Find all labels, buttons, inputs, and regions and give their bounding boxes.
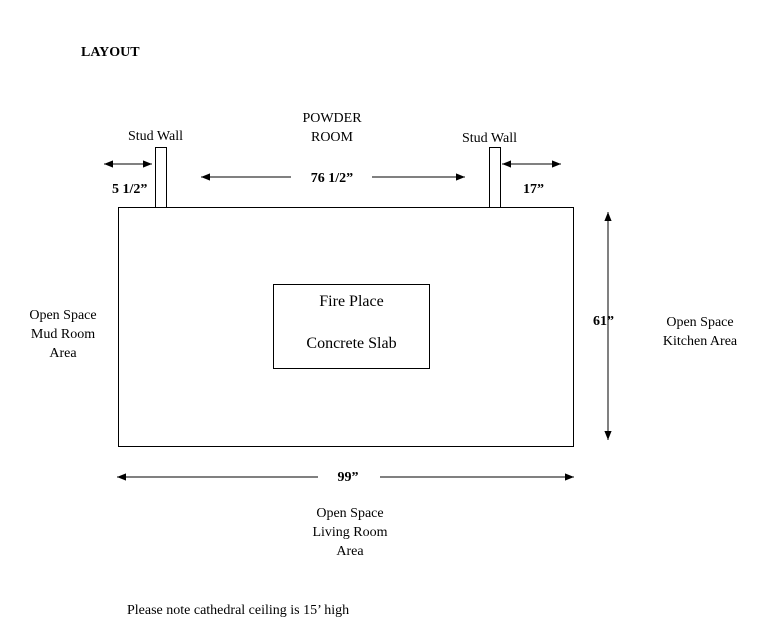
living-room-line-2: Living Room [312,525,388,540]
living-room-area-label: Open Space Living Room Area [300,504,400,561]
concrete-slab-label: Concrete Slab [306,335,397,352]
stud-wall-right-post [489,147,501,208]
stud-wall-left-post [155,147,167,208]
living-room-line-1: Open Space [316,506,384,521]
page-title: LAYOUT [81,45,140,60]
kitchen-area-label: Open Space Kitchen Area [650,313,750,351]
middle-span-label: 76 1/2” [310,171,354,186]
fireplace-box [273,284,430,369]
width-label: 99” [337,470,359,485]
powder-room-label: POWDER ROOM [292,109,372,147]
living-room-line-3: Area [336,544,364,559]
mud-room-area-label: Open Space Mud Room Area [18,306,108,363]
height-label: 61” [593,314,614,329]
mud-room-line-2: Mud Room [30,327,96,342]
kitchen-line-1: Open Space [666,315,734,330]
floor-outline [118,207,574,447]
stud-wall-right-label: Stud Wall [462,131,518,146]
powder-room-line-1: POWDER [302,111,362,126]
mud-room-line-1: Open Space [29,308,97,323]
mud-room-line-3: Area [49,346,77,361]
fireplace-label: Fire Place [319,293,384,310]
stud-wall-left-label: Stud Wall [128,129,184,144]
kitchen-line-2: Kitchen Area [662,334,738,349]
right-gap-label: 17” [523,182,544,197]
left-gap-label: 5 1/2” [112,182,148,197]
powder-room-line-2: ROOM [310,130,353,145]
ceiling-note: Please note cathedral ceiling is 15’ hig… [127,603,350,618]
